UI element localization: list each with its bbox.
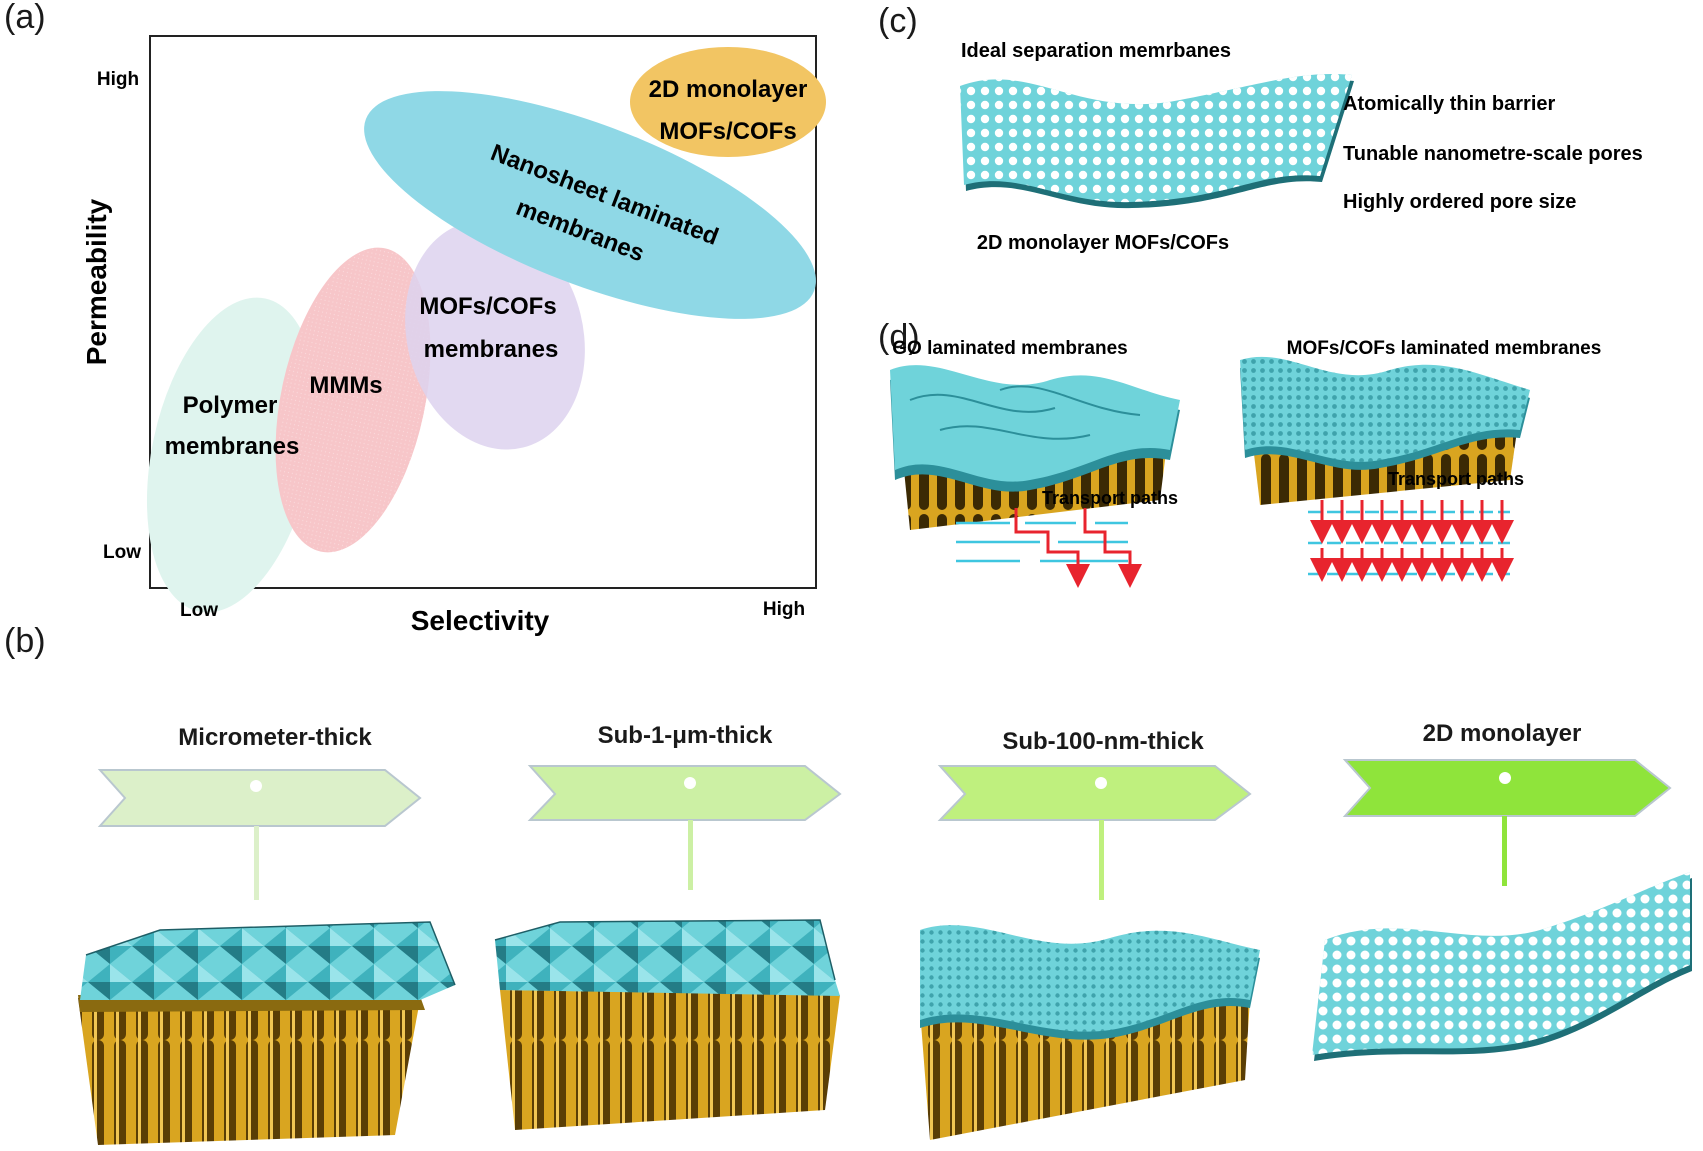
stage-1-membrane xyxy=(78,921,456,1145)
mofcof-path-arrows xyxy=(1310,500,1514,582)
panel-b-figure xyxy=(78,759,1692,1145)
mofcof-laminated-block xyxy=(1240,356,1530,505)
feature-3: Highly ordered pore size xyxy=(1343,191,1576,213)
monolayer-label-1: 2D monolayer xyxy=(649,76,808,103)
go-laminated-block xyxy=(890,365,1180,530)
panel-a-label: (a) xyxy=(4,0,46,36)
x-high-label: High xyxy=(763,599,805,620)
mofcof-transport-label: Transport paths xyxy=(1388,469,1524,489)
x-low-label: Low xyxy=(180,600,218,621)
monolayer-caption: 2D monolayer MOFs/COFs xyxy=(977,232,1229,254)
panel-d-figure: GO laminated membranes MOFs/COFs laminat… xyxy=(890,338,1602,588)
polymer-region xyxy=(146,297,318,613)
ideal-caption: Ideal separation memrbanes xyxy=(961,40,1231,62)
stage-4-title: 2D monolayer xyxy=(1422,720,1582,747)
go-path-arrow-2 xyxy=(1083,508,1142,588)
mofcof-transport-paths xyxy=(1308,510,1510,576)
y-high-label: High xyxy=(97,69,139,90)
panel-d-label: (d) xyxy=(878,318,920,356)
nanosheet-region xyxy=(364,91,816,319)
stage-4-tag xyxy=(1342,759,1672,886)
stage-4-membrane xyxy=(1312,872,1692,1061)
panel-b-label: (b) xyxy=(4,622,46,660)
y-axis-title: Permeability xyxy=(81,198,112,365)
stage-1-title: Micrometer-thick xyxy=(178,724,372,751)
panel-a-chart: Polymer membranes MMMs MOFs/COFs membran… xyxy=(81,35,826,636)
feature-1: Atomically thin barrier xyxy=(1343,93,1555,115)
x-axis-title: Selectivity xyxy=(411,605,550,636)
y-low-label: Low xyxy=(103,542,141,563)
monolayer-region xyxy=(630,47,826,157)
mofcof-label-2: membranes xyxy=(424,336,559,363)
feature-2: Tunable nanometre-scale pores xyxy=(1343,143,1643,165)
go-path-arrow-1 xyxy=(1014,508,1090,588)
go-transport-label: Transport paths xyxy=(1042,488,1178,508)
stage-1-tag xyxy=(97,769,422,900)
stage-3-tag xyxy=(937,765,1252,900)
panel-c-figure: Ideal separation memrbanes 2D monolayer … xyxy=(960,40,1643,254)
go-transport-paths xyxy=(956,521,1128,563)
stage-2-tag xyxy=(527,765,842,890)
mofcof-label-1: MOFs/COFs xyxy=(419,293,556,320)
panel-c-label: (c) xyxy=(878,2,918,40)
mofcof-laminated-title: MOFs/COFs laminated membranes xyxy=(1287,338,1602,359)
stage-2-title: Sub-1-μm-thick xyxy=(597,722,773,749)
polymer-label-1: Polymer xyxy=(183,392,278,419)
monolayer-label-2: MOFs/COFs xyxy=(659,118,796,145)
stage-3-title: Sub-100-nm-thick xyxy=(1002,728,1204,755)
stage-2-membrane xyxy=(494,919,840,1130)
stage-3-membrane xyxy=(920,925,1260,1140)
go-title: GO laminated membranes xyxy=(892,338,1127,359)
polymer-label-2: membranes xyxy=(165,433,300,460)
mofcof-region xyxy=(405,220,585,450)
mmm-label: MMMs xyxy=(309,372,382,399)
